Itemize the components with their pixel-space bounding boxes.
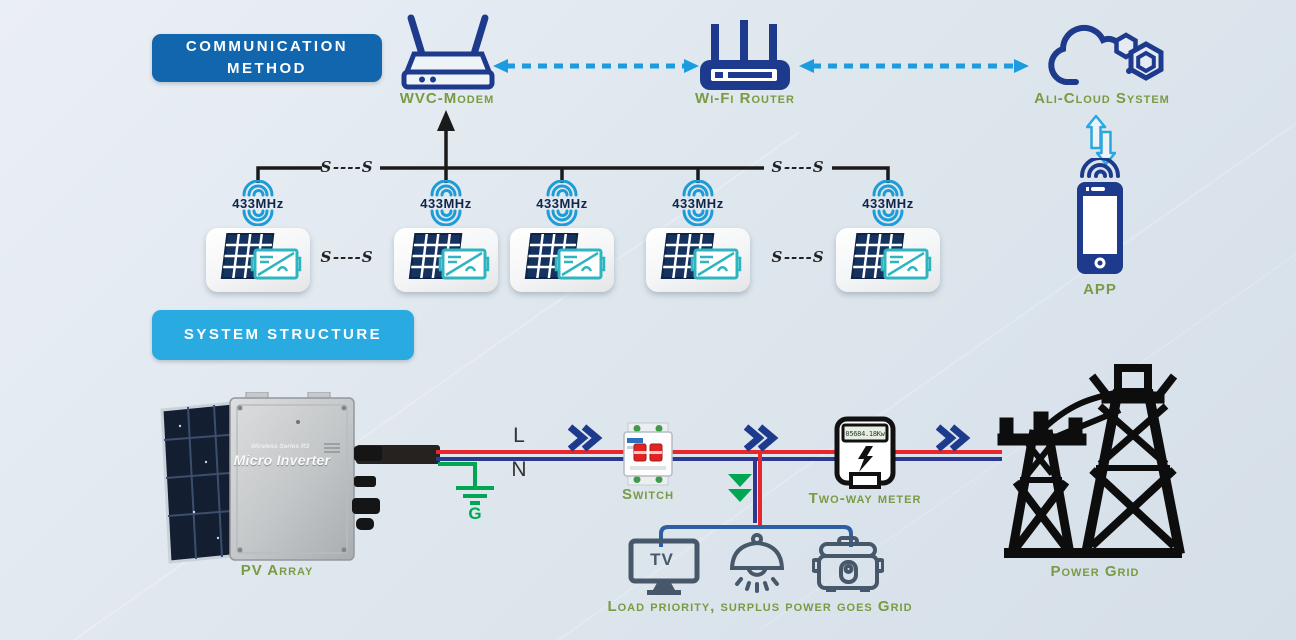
pv-unit-card: [646, 228, 750, 292]
tv-label: TV: [650, 550, 674, 569]
live-line-label: L: [513, 424, 525, 447]
serial-link-label: S----S: [320, 248, 374, 266]
breaker-switch-icon: [623, 422, 673, 486]
dashed-link-router-cloud: [799, 59, 1029, 73]
micro-inverter-image: [160, 392, 382, 564]
bus-up-arrowhead: [437, 110, 455, 131]
communication-method-badge: COMMUNICATION METHOD: [152, 34, 382, 82]
serial-link-label: S----S: [771, 248, 825, 266]
app-label: APP: [1083, 281, 1117, 298]
meter-reading: 05684.18Kw: [845, 430, 885, 438]
unit-freq-label: 433MHz: [862, 196, 914, 211]
inverter-name-label: Micro Inverter: [233, 452, 331, 468]
wifi-signal-icon: [682, 180, 714, 226]
surplus-down-arrows: [728, 474, 752, 502]
wifi-signal-icon: [872, 180, 904, 226]
tv-icon: [628, 538, 700, 595]
inverter-series-label: Wireless Series R3: [250, 443, 310, 450]
wifi-signal-icon: [242, 180, 274, 226]
rice-cooker-icon: [812, 536, 884, 592]
inverter-body: [229, 397, 355, 561]
cable-connectors: [352, 446, 382, 530]
sync-updown-icon: [1086, 114, 1116, 166]
wifi-signal-icon: [430, 180, 462, 226]
modem-label: WVC-Modem: [399, 90, 495, 107]
unit-freq-label: 433MHz: [536, 196, 588, 211]
power-grid-icon: [997, 364, 1185, 558]
meter-label: Two-way meter: [808, 490, 922, 507]
power-grid-label: Power Grid: [1050, 563, 1140, 580]
pv-unit-card: [206, 228, 310, 292]
system-structure-badge: SYSTEM STRUCTURE: [152, 310, 414, 360]
switch-label: Switch: [621, 486, 675, 503]
load-branch: [659, 525, 853, 547]
unit-freq-label: 433MHz: [420, 196, 472, 211]
pv-array-label: PV Array: [240, 562, 314, 579]
flow-arrow: [567, 424, 971, 452]
neutral-line-label: N: [511, 458, 527, 481]
ground-symbol: [438, 462, 494, 505]
pv-unit-card: [510, 228, 614, 292]
unit-freq-label: 433MHz: [672, 196, 724, 211]
serial-link-label: S----S: [771, 158, 825, 176]
lamp-icon: [729, 533, 785, 593]
wvc-modem-icon: [401, 14, 495, 90]
two-way-meter-icon: [834, 416, 896, 489]
wifi-signal-icon: [546, 180, 578, 226]
ground-label: G: [468, 504, 482, 523]
cloud-label: Ali-Cloud System: [1034, 90, 1170, 107]
load-priority-note: Load priority, surplus power goes Grid: [607, 598, 913, 615]
unit-freq-label: 433MHz: [232, 196, 284, 211]
router-label: Wi-Fi Router: [695, 90, 795, 107]
pv-unit-card: [836, 228, 940, 292]
comm-bus: [256, 128, 890, 183]
cloud-icon: [1048, 24, 1164, 85]
app-phone-icon: [1077, 158, 1123, 274]
wifi-router-icon: [700, 20, 790, 90]
dashed-link-modem-router: [493, 59, 699, 73]
pv-unit-card: [394, 228, 498, 292]
serial-link-label: S----S: [320, 158, 374, 176]
